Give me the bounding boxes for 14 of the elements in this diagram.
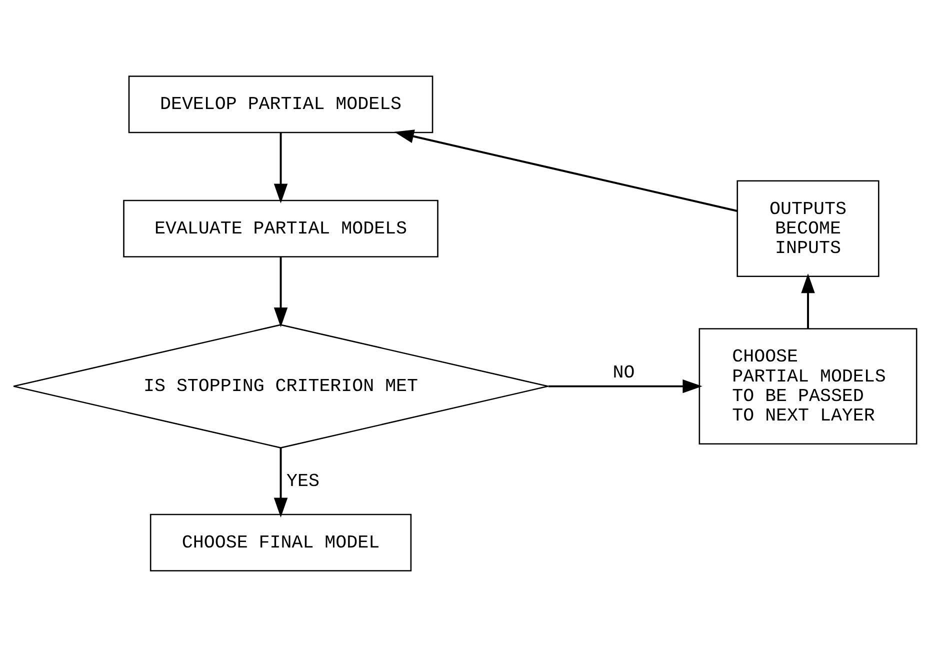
node-box: CHOOSE FINAL MODEL [150,514,412,572]
arrow [801,274,815,329]
node-box: DEVELOP PARTIAL MODELS [128,76,434,134]
arrow [274,132,288,204]
edge-label: NO [612,363,635,384]
arrow [548,379,702,394]
node-box: EVALUATE PARTIAL MODELS [123,200,438,258]
node-box: OUTPUTS BECOME INPUTS [736,180,880,278]
arrow [394,130,738,212]
arrow [274,448,288,518]
edge-label: YES [286,472,320,492]
node-diamond: IS STOPPING CRITERION MET [12,324,549,448]
node-box: CHOOSE PARTIAL MODELS TO BE PASSED TO NEXT LAYER [698,328,918,445]
arrow [274,256,288,328]
